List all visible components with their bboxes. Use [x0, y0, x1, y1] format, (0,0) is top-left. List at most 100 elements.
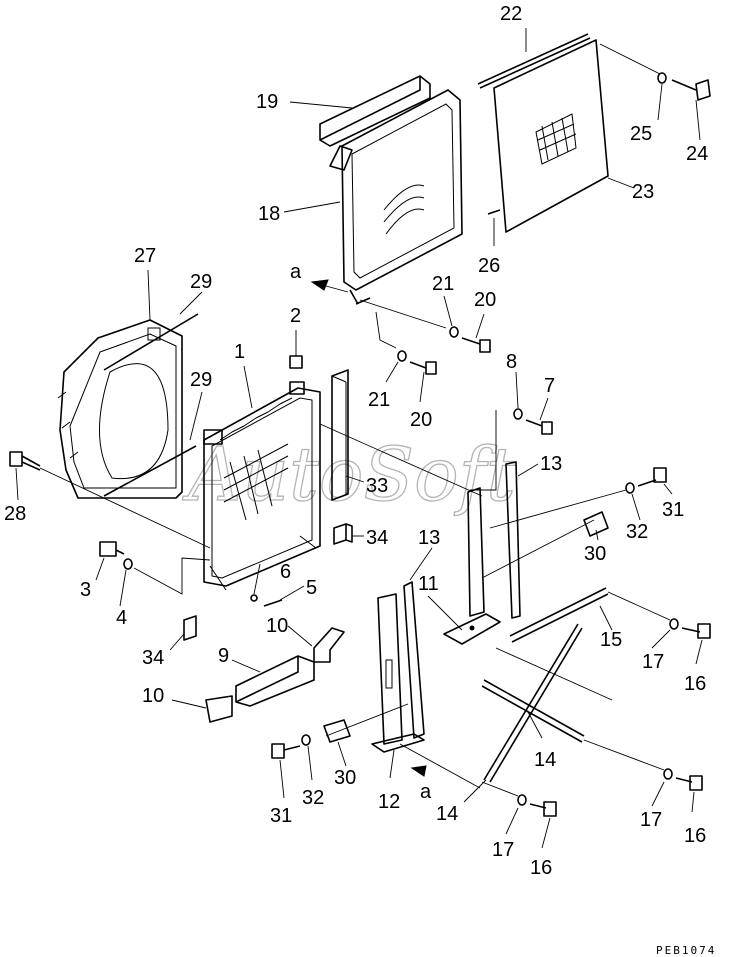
callout-32-right: 32 [626, 521, 648, 543]
callout-13-bottom: 13 [418, 527, 440, 549]
washer-17a [669, 618, 679, 630]
leader-20b [419, 371, 425, 403]
leader-17b [651, 781, 665, 807]
shroud-seal-bottom [103, 445, 197, 497]
leader-17a [651, 629, 671, 649]
leader-12 [389, 749, 395, 779]
leader-20a [475, 313, 485, 339]
seal-13-top [505, 461, 521, 619]
leader-10l [171, 699, 207, 709]
bolt-31-right [637, 467, 667, 487]
lead-21b [375, 311, 397, 349]
washer-32-left [301, 734, 311, 746]
callout-20-a: 20 [474, 289, 496, 311]
leader-32a [631, 493, 641, 521]
leader-18 [283, 201, 341, 213]
callout-15: 15 [600, 629, 622, 651]
callout-27: 27 [134, 245, 156, 267]
gasket-4 [123, 558, 133, 570]
callout-21-b: 21 [368, 389, 390, 411]
pin-5 [263, 599, 283, 607]
callout-10-right: 10 [266, 615, 288, 637]
lead-stay-14 [495, 647, 613, 701]
leader-34b [169, 633, 185, 651]
callout-26: 26 [478, 255, 500, 277]
washer-32-right [625, 482, 635, 494]
leader-30a [595, 529, 599, 541]
callout-29-bottom: 29 [190, 369, 212, 391]
stay-11 [443, 487, 501, 645]
bar-15 [509, 587, 609, 643]
bolt-16c [529, 801, 557, 817]
callout-34-right: 34 [366, 527, 388, 549]
shroud-seal-top [103, 313, 199, 371]
leader-13a [517, 463, 539, 477]
callout-4: 4 [116, 607, 127, 629]
callout-34-left: 34 [142, 647, 164, 669]
callout-13-top: 13 [540, 453, 562, 475]
bar-14-upper [483, 623, 583, 783]
bolt-16b [675, 775, 703, 791]
screen-lead [599, 43, 661, 75]
seal-9 [235, 655, 315, 707]
callout-22: 22 [500, 3, 522, 25]
washer-21a [449, 326, 459, 338]
lead-16c [481, 781, 519, 797]
screen-23 [493, 39, 609, 233]
callout-20-b: 20 [410, 409, 432, 431]
callout-12: 12 [378, 791, 400, 813]
pad-34-top [333, 523, 353, 545]
bolt-20a [461, 337, 491, 353]
callout-16-b: 16 [684, 825, 706, 847]
lead-16b [583, 739, 665, 771]
leader-29a [179, 291, 203, 315]
callout-17-b: 17 [640, 809, 662, 831]
drain-valve [99, 541, 125, 557]
leader-14a [527, 711, 543, 739]
callout-17-a: 17 [642, 651, 664, 673]
callout-16-a: 16 [684, 673, 706, 695]
callout-1: 1 [234, 341, 245, 363]
leader-16b [691, 791, 695, 813]
leader-21a [443, 295, 453, 327]
callout-9: 9 [218, 645, 229, 667]
bar-14-lower [481, 679, 585, 743]
leader-13b [409, 547, 433, 581]
bolt-31-left [271, 743, 301, 759]
pad-34-bottom [183, 615, 197, 641]
callout-21-a: 21 [432, 273, 454, 295]
assembly-line [39, 467, 211, 549]
bolt-20b [409, 361, 437, 375]
leader-21b [385, 361, 399, 383]
callout-16-c: 16 [530, 857, 552, 879]
callout-5: 5 [306, 577, 317, 599]
assembly-line-32 [489, 489, 627, 529]
drain-lead [133, 557, 211, 595]
leader-19 [289, 101, 353, 109]
callout-19: 19 [256, 91, 278, 113]
leader-33 [345, 475, 365, 483]
leader-30b [337, 741, 347, 767]
callout-25: 25 [630, 123, 652, 145]
washer-25 [657, 72, 667, 84]
radiator [203, 381, 321, 591]
leader-16c [541, 817, 551, 849]
wing-bolt-24 [671, 79, 711, 101]
leader-25 [657, 83, 663, 121]
stay-12 [371, 593, 425, 753]
callout-32-left: 32 [302, 787, 324, 809]
drawing-code: PEB1074 [656, 944, 716, 957]
callout-33: 33 [366, 475, 388, 497]
leader-11 [427, 595, 463, 631]
seal-22 [479, 37, 591, 89]
callout-18: 18 [258, 203, 280, 225]
plate-30-left [323, 719, 351, 743]
callout-11: 11 [418, 573, 439, 595]
leader-10r [287, 625, 313, 647]
arrow-a-top [310, 279, 329, 291]
leader-31b [279, 759, 285, 799]
seal-26 [487, 209, 501, 215]
bolt-16a [681, 623, 711, 639]
arrow-a-top-shaft [325, 285, 349, 293]
leader-5 [279, 585, 305, 601]
